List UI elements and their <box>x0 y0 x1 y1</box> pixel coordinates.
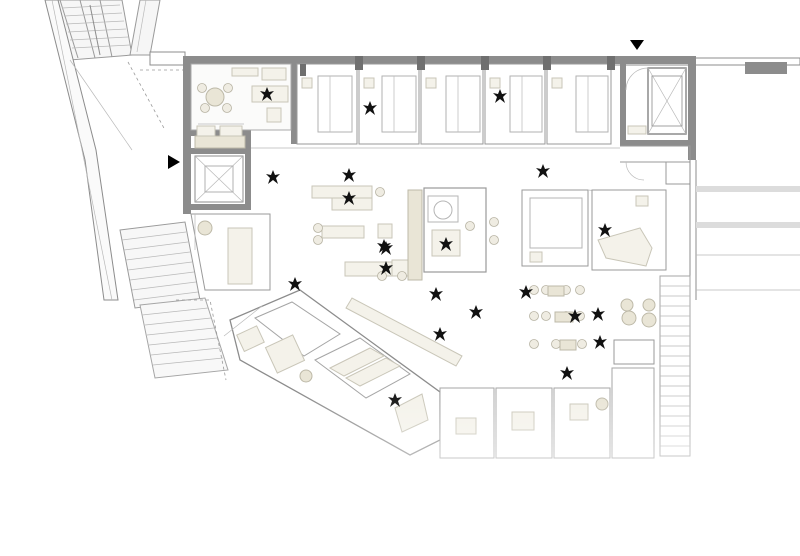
fade-base <box>0 500 800 556</box>
person-figure <box>433 327 447 341</box>
reception-seating <box>311 168 423 281</box>
ramp-left <box>44 0 166 301</box>
person-figure <box>536 164 550 178</box>
consult-room-right <box>521 189 667 271</box>
person-figure <box>342 168 356 182</box>
corridor <box>251 145 800 300</box>
person-figure <box>429 287 443 301</box>
cubicle-3 <box>417 56 484 145</box>
person-figure <box>560 366 574 380</box>
person-figure <box>593 335 607 349</box>
elevator-left <box>194 155 244 203</box>
storage-room <box>194 125 246 149</box>
office-room <box>190 63 292 131</box>
entrance-marker-top <box>630 40 644 50</box>
cubicle-2 <box>355 56 420 145</box>
cubicle-1 <box>296 63 358 145</box>
waiting-area <box>190 213 271 291</box>
person-figure <box>288 277 302 291</box>
elevator-right <box>625 67 687 135</box>
stair-top-right <box>129 0 161 56</box>
person-figure <box>469 305 483 319</box>
treatment-cubicles <box>296 56 615 145</box>
reception-desk <box>345 297 463 367</box>
cubicle-4 <box>481 56 546 145</box>
lounge-seating <box>519 285 657 351</box>
person-figure <box>591 307 605 321</box>
entrance-marker-left <box>168 155 180 169</box>
exterior-walls <box>183 56 787 214</box>
person-figure <box>266 170 280 184</box>
cubicle-5 <box>543 56 615 145</box>
consult-room-center <box>423 187 499 273</box>
stair-bottom-left <box>119 221 229 381</box>
